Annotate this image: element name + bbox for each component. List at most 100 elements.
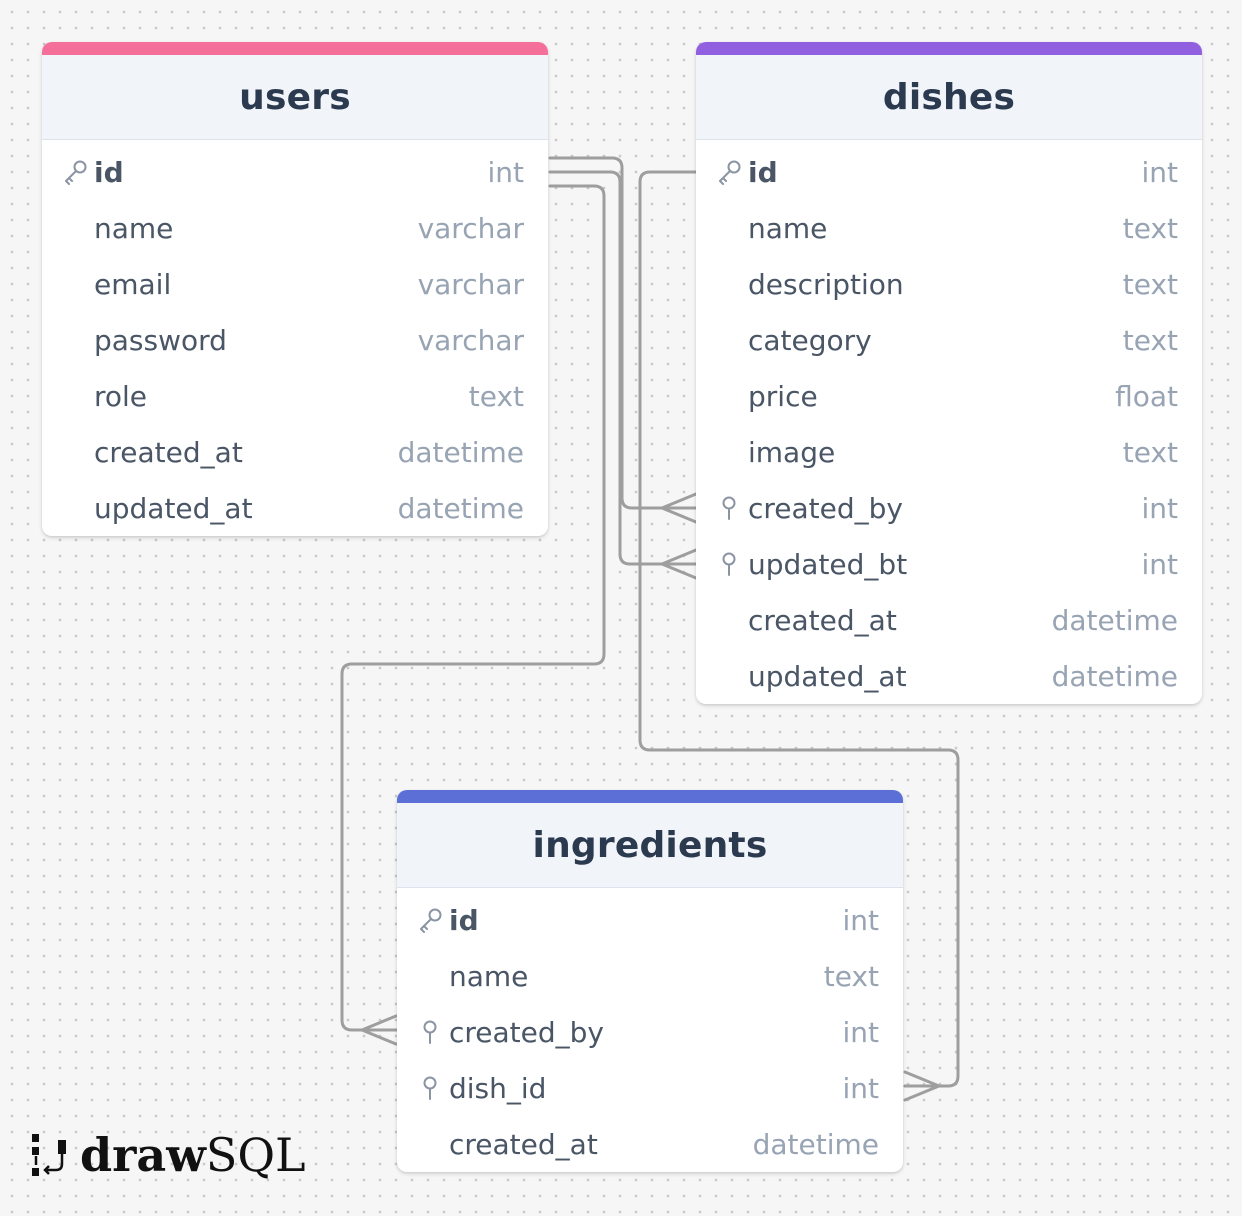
column-row-created-by[interactable]: created_by int <box>696 480 1202 536</box>
foreign-key-pin-icon <box>722 496 736 520</box>
crowfoot-dishes-created-by <box>660 492 698 524</box>
logo-text-sql: SQL <box>205 1128 306 1182</box>
column-name: name <box>94 211 174 245</box>
key-icon <box>719 160 741 185</box>
column-row-created-at[interactable]: created_at datetime <box>42 424 548 480</box>
column-name: created_by <box>449 1015 604 1049</box>
column-type: datetime <box>1051 659 1178 693</box>
column-type: int <box>1141 547 1178 581</box>
column-type: text <box>823 959 879 993</box>
crowfoot-dishes-updated-bt <box>660 548 698 580</box>
column-type: text <box>1122 267 1178 301</box>
crowfoot-ingredients-created-by <box>360 1014 398 1046</box>
column-name: created_at <box>94 435 243 469</box>
table-header[interactable]: dishes <box>696 55 1202 140</box>
connector-dishes-id-to-ingredients-dish-id <box>638 170 960 1088</box>
column-name: name <box>449 959 529 993</box>
column-row-created-at[interactable]: created_at datetime <box>397 1116 903 1172</box>
column-name: description <box>748 267 904 301</box>
column-row-role[interactable]: role text <box>42 368 548 424</box>
foreign-key-icon <box>417 1075 443 1101</box>
column-name: dish_id <box>449 1071 547 1105</box>
column-row-description[interactable]: description text <box>696 256 1202 312</box>
table-color-bar <box>397 790 903 803</box>
column-type: datetime <box>397 491 524 525</box>
column-name: created_by <box>748 491 903 525</box>
table-title: dishes <box>882 76 1016 118</box>
column-type: varchar <box>417 323 524 357</box>
column-type: varchar <box>417 211 524 245</box>
column-row-name[interactable]: name text <box>397 948 903 1004</box>
table-title: ingredients <box>532 824 768 866</box>
column-name: id <box>748 155 778 189</box>
key-icon <box>65 160 87 185</box>
column-type: int <box>842 1015 879 1049</box>
column-type: text <box>468 379 524 413</box>
column-row-dish-id[interactable]: dish_id int <box>397 1060 903 1116</box>
column-type: int <box>842 1071 879 1105</box>
column-type: text <box>1122 211 1178 245</box>
column-type: int <box>842 903 879 937</box>
table-columns: id int name text description text category text… <box>696 140 1202 704</box>
foreign-key-pin-icon <box>423 1020 437 1044</box>
foreign-key-pin-icon <box>423 1076 437 1100</box>
column-name: category <box>748 323 872 357</box>
column-name: role <box>94 379 148 413</box>
table-header[interactable]: ingredients <box>397 803 903 888</box>
column-row-category[interactable]: category text <box>696 312 1202 368</box>
primary-key-icon <box>62 159 88 185</box>
column-name: id <box>94 155 124 189</box>
table-color-bar <box>42 42 548 55</box>
column-row-email[interactable]: email varchar <box>42 256 548 312</box>
column-name: created_at <box>748 603 897 637</box>
column-row-price[interactable]: price float <box>696 368 1202 424</box>
table-title: users <box>239 76 351 118</box>
primary-key-icon <box>417 907 443 933</box>
column-name: price <box>748 379 818 413</box>
foreign-key-icon <box>716 495 742 521</box>
column-type: datetime <box>1051 603 1178 637</box>
column-row-created-by[interactable]: created_by int <box>397 1004 903 1060</box>
column-name: password <box>94 323 227 357</box>
column-type: int <box>1141 491 1178 525</box>
table-color-bar <box>696 42 1202 55</box>
column-row-id[interactable]: id int <box>42 144 548 200</box>
column-name: updated_bt <box>748 547 908 581</box>
column-row-id[interactable]: id int <box>696 144 1202 200</box>
column-type: int <box>487 155 524 189</box>
column-row-name[interactable]: name varchar <box>42 200 548 256</box>
column-row-updated-at[interactable]: updated_at datetime <box>42 480 548 536</box>
table-header[interactable]: users <box>42 55 548 140</box>
logo-text-draw: draw <box>80 1128 206 1182</box>
column-row-name[interactable]: name text <box>696 200 1202 256</box>
foreign-key-icon <box>716 551 742 577</box>
table-columns: id int name varchar email varchar password varc… <box>42 140 548 536</box>
column-name: updated_at <box>94 491 253 525</box>
column-name: created_at <box>449 1127 598 1161</box>
foreign-key-pin-icon <box>722 552 736 576</box>
column-row-password[interactable]: password varchar <box>42 312 548 368</box>
column-row-updated-bt[interactable]: updated_bt int <box>696 536 1202 592</box>
column-type: datetime <box>752 1127 879 1161</box>
column-type: float <box>1115 379 1178 413</box>
column-type: text <box>1122 435 1178 469</box>
column-row-created-at[interactable]: created_at datetime <box>696 592 1202 648</box>
drawsql-logo-icon <box>32 1134 66 1176</box>
column-name: name <box>748 211 828 245</box>
key-icon <box>420 908 442 933</box>
column-type: varchar <box>417 267 524 301</box>
column-type: int <box>1141 155 1178 189</box>
foreign-key-icon <box>417 1019 443 1045</box>
connector-users-id-to-dishes-updated-bt <box>548 170 698 566</box>
column-type: datetime <box>397 435 524 469</box>
column-type: text <box>1122 323 1178 357</box>
column-name: email <box>94 267 172 301</box>
